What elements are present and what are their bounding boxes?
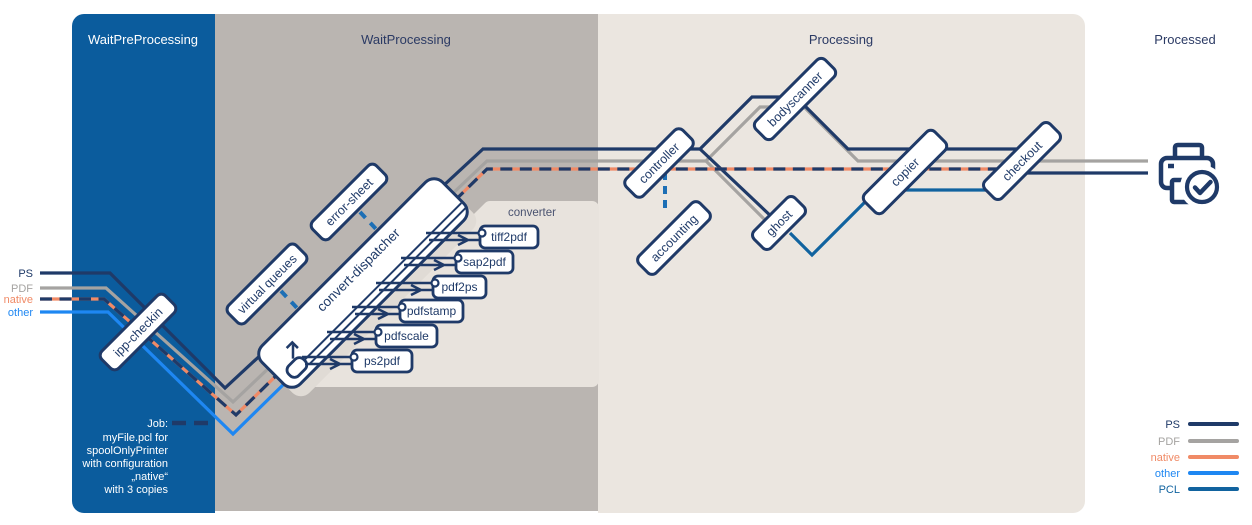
legend-left-native: native (4, 294, 33, 306)
other-line (40, 310, 288, 437)
tool-connectors (302, 231, 482, 371)
convert-dispatcher-box (257, 177, 469, 389)
legend-left-pdf: PDF (11, 283, 33, 295)
legend-right-other: other (1155, 468, 1180, 480)
tool-label-tiff2pdf: tiff2pdf (491, 230, 527, 244)
converter-panel-label: converter (508, 207, 556, 219)
stage-title-processing: Processing (809, 32, 873, 47)
tool-label-sap2pdf: sap2pdf (463, 255, 506, 269)
job-line-2: spoolOnlyPrinter (87, 445, 169, 457)
legend-right-native: native (1151, 452, 1180, 464)
tool-label-pdfstamp: pdfstamp (407, 304, 457, 318)
legend-left-other: other (8, 307, 33, 319)
printer-icon (1158, 142, 1224, 209)
node-copier: copier (861, 128, 949, 216)
dispatcher-spool-icon (285, 356, 309, 379)
job-line-1: myFile.pcl for (103, 432, 169, 444)
stage-title-waitprocessing: WaitProcessing (361, 32, 451, 47)
tool-label-ps2pdf: ps2pdf (364, 354, 401, 368)
printer-check-circle (1184, 169, 1220, 205)
legend-right-pcl: PCL (1159, 484, 1180, 496)
job-title: Job: (147, 418, 168, 430)
legend-right: PS PDF native other PCL (1151, 419, 1239, 496)
printer-check-gap (1180, 165, 1224, 209)
tool-connector-sockets (349, 228, 487, 362)
job-line-4: „native“ (131, 471, 168, 483)
legend-left-ps: PS (18, 268, 33, 280)
dispatcher-arrow-icon (285, 340, 299, 359)
job-line-3: with configuration (81, 458, 168, 470)
node-ghost: ghost (750, 194, 808, 252)
stage-title-processed: Processed (1154, 32, 1215, 47)
ps-line-ghost-branch (698, 147, 776, 221)
dispatcher-bus-line-1 (292, 202, 462, 373)
printer-checkmark-icon (1192, 179, 1213, 196)
pcl-line (788, 188, 995, 258)
virtual-queues-connector (279, 289, 299, 310)
legend-right-pdf: PDF (1158, 436, 1180, 448)
tool-label-pdf2ps: pdf2ps (441, 280, 477, 294)
printer-paper-top (1172, 142, 1205, 158)
legend-right-ps: PS (1165, 419, 1180, 431)
panel-processing (598, 14, 1085, 513)
stage-title-waitpreprocessing: WaitPreProcessing (88, 32, 198, 47)
job-line-5: with 3 copies (103, 484, 168, 496)
panel-wait-pre-processing (72, 14, 215, 513)
tool-label-pdfscale: pdfscale (384, 329, 429, 343)
pdf-line-ghost-branch (704, 159, 776, 231)
error-sheet-connector (358, 210, 378, 231)
